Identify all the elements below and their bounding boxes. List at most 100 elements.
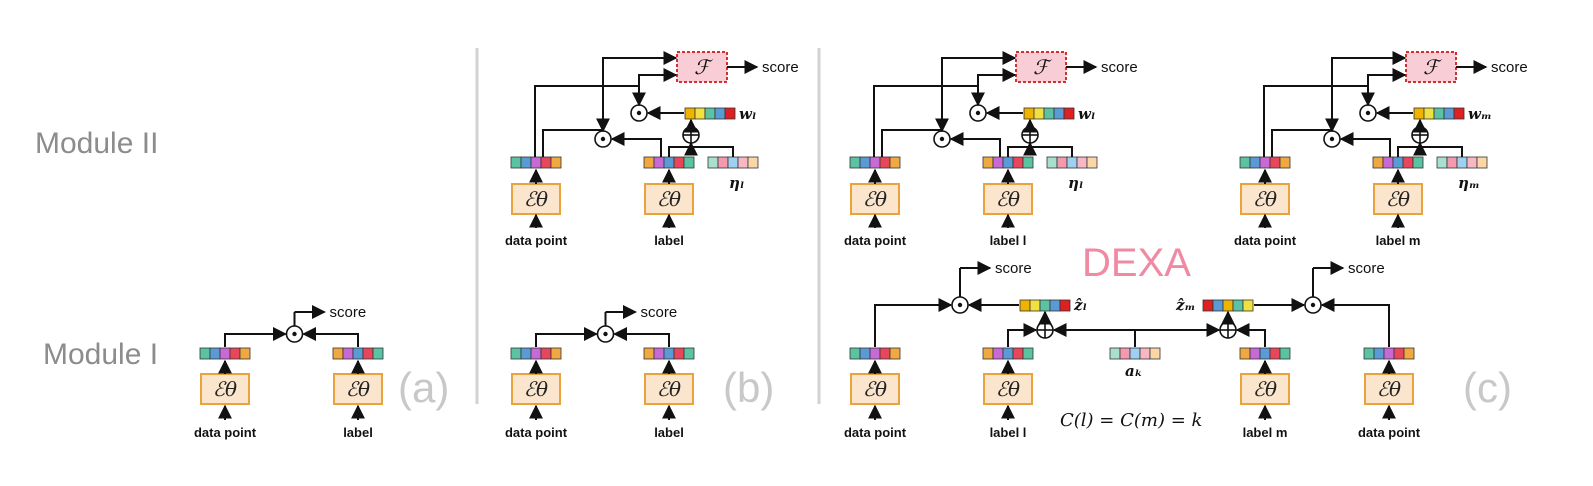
panel-b-module-ii-w-vector-cell bbox=[714, 107, 726, 120]
panel-a-label-embedding-cell bbox=[352, 347, 364, 360]
panel-c-module-i-embedding-1-cell bbox=[1002, 347, 1014, 360]
panel-c-module-i-data-to-product-m bbox=[1320, 298, 1390, 347]
panel-b-module-i-label-label: label bbox=[654, 425, 684, 440]
panel-c-module-i-z-m-vector-cell bbox=[1212, 299, 1224, 312]
panel-b-module-i-label-embedding-cell bbox=[673, 347, 685, 360]
panel-c-module-i-z-m-symbol: ẑₘ bbox=[1175, 296, 1195, 314]
panel-c-module-ii-l-F-symbol: ℱ bbox=[1033, 55, 1052, 79]
panel-c-module-i-embedding-2-cell bbox=[1269, 347, 1281, 360]
panel-b-module-i-score: score bbox=[641, 304, 678, 321]
panel-b-module-ii-w-vector-cell bbox=[694, 107, 706, 120]
panel-b-module-i-data-encoder bbox=[511, 373, 561, 405]
panel-c-module-i-a-k-vector bbox=[1109, 347, 1161, 360]
panel-c-module-i-embedding-3-cell bbox=[1403, 347, 1415, 360]
panel-c-module-i-embedding-1-cell bbox=[1012, 347, 1024, 360]
panel-b-module-ii-data-embedding-cell bbox=[540, 156, 552, 169]
panel-a-data-embedding bbox=[199, 347, 251, 360]
panel-c-module-ii-m-data-embedding-cell bbox=[1239, 156, 1251, 169]
panel-c-module-ii-l-label-embedding-cell bbox=[1012, 156, 1024, 169]
panel-c-module-ii-m-label-encoder bbox=[1373, 183, 1423, 215]
panel-b-module-ii-label-to-plus bbox=[668, 141, 698, 157]
panel-c-module-ii-m-data-embedding-cell bbox=[1269, 156, 1281, 169]
panel-c-module-ii-l-data-point-label: data point bbox=[844, 233, 907, 248]
panel-c-module-ii-l-label-encoder-symbol: ℰθ bbox=[996, 187, 1020, 211]
panel-c-module-ii-l-label-to-plus bbox=[1007, 141, 1037, 157]
panel-b-module-ii-w-vector-cell bbox=[724, 107, 736, 120]
panel-c-module-i-embedding-2 bbox=[1239, 347, 1291, 360]
panel-c-module-i-z-l-vector bbox=[1019, 299, 1071, 312]
panel-b-module-i-data-point-label: data point bbox=[505, 425, 568, 440]
panel-c-module-ii-m-product-2-dot bbox=[1365, 110, 1371, 116]
panel-c-module-ii-m-data-point-label: data point bbox=[1234, 233, 1297, 248]
panel-c-module-i-encoder-0-symbol: ℰθ bbox=[863, 377, 887, 401]
panel-b-module-ii-w-vector-cell bbox=[684, 107, 696, 120]
panel-c-module-i-a-k-vector-cell bbox=[1129, 347, 1141, 360]
panel-b-module-ii-data-embedding-cell bbox=[550, 156, 562, 169]
panel-c-module-ii-l-eta-vector bbox=[1046, 156, 1098, 169]
panel-b-module-ii-eta-to-plus bbox=[691, 146, 734, 157]
panel-c-module-ii-l-eta-vector-cell bbox=[1076, 156, 1088, 169]
panel-c-module-ii-l-w-vector-cell bbox=[1053, 107, 1065, 120]
panel-c-module-i-embedding-3-cell bbox=[1383, 347, 1395, 360]
panel-c-module-ii-l-data-embedding-cell bbox=[859, 156, 871, 169]
panel-b-module-i-label-to-product bbox=[613, 327, 670, 347]
panel-c-module-i-embedding-3-cell bbox=[1393, 347, 1405, 360]
panel-c-module-i-data-point-label-1: data point bbox=[844, 425, 907, 440]
panel-c-module-ii-m-w-vector-cell bbox=[1433, 107, 1445, 120]
panel-a-label-embedding-cell bbox=[342, 347, 354, 360]
panel-b-module-i-data-embedding-cell bbox=[530, 347, 542, 360]
panel-c-module-ii-m-w-vector-cell bbox=[1443, 107, 1455, 120]
panel-c-module-ii-l-label-embedding bbox=[982, 156, 1034, 169]
panel-c-module-ii-m-label-label: label m bbox=[1376, 233, 1421, 248]
panel-c-module-i-encoder-3-symbol: ℰθ bbox=[1377, 377, 1401, 401]
panel-c-module-i-encoder-3 bbox=[1364, 373, 1414, 405]
panel-c-module-i-embedding-0-cell bbox=[849, 347, 861, 360]
panel-b-module-ii-data-embedding bbox=[510, 156, 562, 169]
panel-c-module-ii-m-label-embedding-cell bbox=[1412, 156, 1424, 169]
panel-b-module-ii-data-to-product-2 bbox=[534, 85, 646, 157]
panel-b-module-ii-data-embedding-cell bbox=[520, 156, 532, 169]
panel-a-product-dot bbox=[292, 331, 297, 337]
panel-c-module-ii-m-label-embedding-cell bbox=[1372, 156, 1384, 169]
panel-c-module-i-embedding-3 bbox=[1363, 347, 1415, 360]
cluster-condition: C(l) = C(m) = k bbox=[1060, 410, 1202, 431]
panel-a-label-to-product bbox=[302, 327, 359, 347]
panel-b-module-i-data-embedding-cell bbox=[520, 347, 532, 360]
panel-c-module-ii-m-label-to-product-1 bbox=[1339, 132, 1391, 157]
panel-c-module-ii-m-w-symbol: wₘ bbox=[1468, 105, 1492, 123]
panel-c-module-ii-l-label-embedding-cell bbox=[1002, 156, 1014, 169]
panel-b-module-i-product-dot bbox=[603, 331, 608, 337]
panel-a-label-embedding-cell bbox=[332, 347, 344, 360]
panel-b-module-ii-product-1-to-F bbox=[602, 51, 678, 130]
panel-a-label-encoder-symbol: ℰθ bbox=[346, 377, 370, 401]
panel-c-module-i-label-l-label: label l bbox=[990, 425, 1027, 440]
panel-c-module-ii-l-data-to-product-1 bbox=[881, 118, 949, 157]
panel-a-data-embedding-cell bbox=[219, 347, 231, 360]
panel-c-module-ii-l-data-embedding-cell bbox=[869, 156, 881, 169]
panel-c-module-i-embedding-1-cell bbox=[992, 347, 1004, 360]
panel-b-module-ii-label-embedding-cell bbox=[663, 156, 675, 169]
panel-c-module-i-a-k-to-plus-l bbox=[1052, 323, 1136, 347]
panel-c-module-i-embedding-3-cell bbox=[1363, 347, 1375, 360]
panel-b-module-ii-data-encoder-symbol: ℰθ bbox=[524, 187, 548, 211]
panel-c-module-i-z-l-symbol: ẑₗ bbox=[1073, 296, 1087, 314]
panel-a-data-encoder bbox=[200, 373, 250, 405]
panel-b-module-ii-score: score bbox=[762, 59, 799, 76]
panel-b-module-i-label-encoder-symbol: ℰθ bbox=[657, 377, 681, 401]
panel-c-module-ii-l-label-embedding-cell bbox=[1022, 156, 1034, 169]
panel-a-data-embedding-cell bbox=[199, 347, 211, 360]
panel-c-module-ii-l-w-vector-cell bbox=[1033, 107, 1045, 120]
panel-c-module-ii-l-product-1-dot bbox=[939, 136, 945, 142]
panel-b-module-i-label-embedding-cell bbox=[663, 347, 675, 360]
panel-a-data-embedding-cell bbox=[229, 347, 241, 360]
panel-c-module-i-data-to-product-l bbox=[874, 298, 953, 347]
panel-c-module-ii-m-eta-vector-cell bbox=[1476, 156, 1488, 169]
panel-label-c: (c) bbox=[1463, 364, 1512, 411]
panel-c-module-i-label-l-to-plus bbox=[1007, 323, 1038, 347]
panel-c-module-i-a-k-symbol: aₖ bbox=[1125, 362, 1143, 380]
panel-a-label-label: label bbox=[343, 425, 373, 440]
panel-c-module-i-z-m-vector-cell bbox=[1242, 299, 1254, 312]
panel-c-module-i-z-m-vector-cell bbox=[1202, 299, 1214, 312]
panel-label-b: (b) bbox=[723, 364, 774, 411]
panel-a-data-encoder-symbol: ℰθ bbox=[213, 377, 237, 401]
